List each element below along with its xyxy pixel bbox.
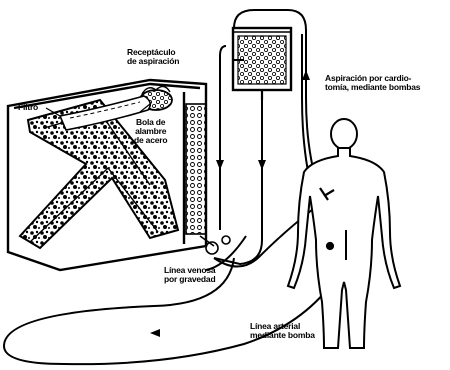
arterial-line2: mediante bomba [250,331,315,340]
aspiration-reservoir [233,28,291,100]
label-venous-line: Línea venosa por gravedad [164,266,215,284]
filter-column [186,104,206,234]
label-arterial-line: Línea arterial mediante bomba [250,322,315,340]
venous-line2: por gravedad [164,275,215,284]
steel-ball-line3: de acero [134,136,167,145]
receptacle-line2: de aspiración [127,57,179,66]
label-aspiration-receptacle: Receptáculo de aspiración [127,48,179,66]
label-steel-wire-ball: Bola de alambre de acero [134,118,167,145]
label-filter: Filtro [18,103,38,112]
aspiration-line2: tomía, mediante bombas [325,83,420,92]
label-cardiotomy-aspiration: Aspiración por cardio- tomía, mediante b… [325,74,420,92]
filter-text: Filtro [18,103,38,112]
